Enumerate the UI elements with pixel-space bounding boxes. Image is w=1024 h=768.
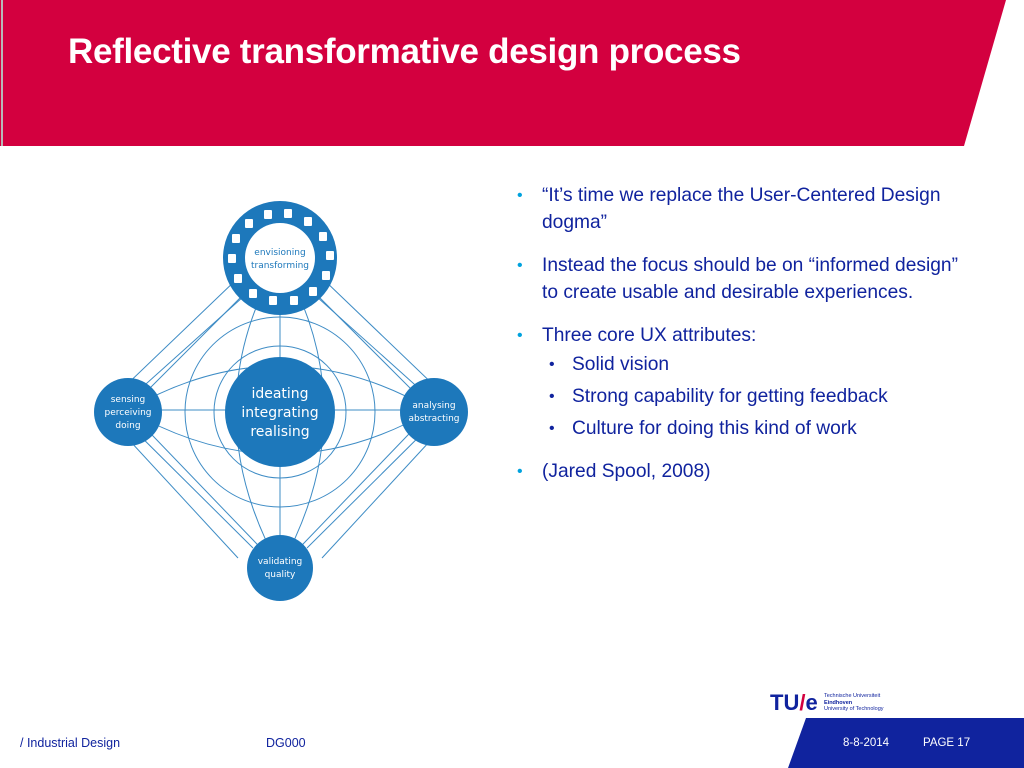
bullet-item: • Three core UX attributes: • Solid visi… (517, 322, 977, 442)
bullet-glyph: • (517, 257, 523, 274)
bullet-text: Instead the focus should be on “informed… (542, 255, 958, 303)
node-right-line2: abstracting (408, 414, 459, 424)
bullet-text: “It’s time we replace the User-Centered … (542, 185, 941, 233)
bullet-glyph: • (517, 187, 523, 204)
bullet-item: • “It’s time we replace the User-Centere… (517, 182, 977, 236)
left-node: sensing perceiving doing (94, 378, 162, 446)
node-bottom-line2: quality (265, 570, 296, 580)
node-center-line2: integrating (241, 405, 318, 421)
sub-bullet-item: • Culture for doing this kind of work (542, 415, 977, 442)
node-left-line1: sensing (111, 395, 146, 405)
header-band: Reflective transformative design process (0, 0, 1024, 146)
header-background (0, 0, 1006, 146)
node-bottom-line1: validating (258, 557, 303, 567)
bullet-item: • Instead the focus should be on “inform… (517, 252, 977, 306)
bottom-node: validating quality (247, 535, 313, 601)
bullet-glyph: • (517, 327, 523, 344)
design-process-diagram: envisioning transforming sensing perceiv… (88, 198, 472, 608)
node-left-line3: doing (115, 421, 140, 431)
bullet-list: • “It’s time we replace the User-Centere… (517, 182, 977, 501)
footer-code: DG000 (266, 736, 306, 750)
sub-bullet-glyph: • (549, 356, 555, 373)
logo-line: University of Technology (824, 706, 884, 712)
footer-page-number: PAGE 17 (923, 737, 971, 749)
node-right-line1: analysing (412, 401, 455, 411)
logo-mark-tu: TU (770, 690, 800, 715)
node-left-line2: perceiving (105, 408, 152, 418)
sub-bullet-item: • Strong capability for getting feedback (542, 383, 977, 410)
bullet-text: Three core UX attributes: (542, 325, 757, 346)
node-top-line1: envisioning (254, 248, 305, 258)
top-node: envisioning transforming (223, 201, 337, 315)
right-node: analysing abstracting (400, 378, 468, 446)
sub-bullet-glyph: • (549, 420, 555, 437)
node-top-line2: transforming (251, 261, 309, 271)
sub-bullet-glyph: • (549, 388, 555, 405)
sub-bullet-text: Solid vision (572, 354, 670, 375)
bullet-glyph: • (517, 463, 523, 480)
sub-bullet-text: Strong capability for getting feedback (572, 386, 888, 407)
node-center-line3: realising (250, 424, 309, 440)
sub-bullet-text: Culture for doing this kind of work (572, 418, 857, 439)
logo-mark-e: e (805, 690, 818, 715)
footer-date: 8-8-2014 (843, 737, 890, 749)
sub-bullet-list: • Solid vision • Strong capability for g… (542, 351, 977, 442)
slide-title: Reflective transformative design process (68, 32, 741, 71)
envisioning-ring-icons (228, 209, 334, 305)
logo-line: Eindhoven (824, 699, 853, 706)
logo-mark: TU/e (770, 690, 818, 716)
sub-bullet-item: • Solid vision (542, 351, 977, 378)
node-center-line1: ideating (251, 386, 308, 402)
bullet-text: (Jared Spool, 2008) (542, 461, 711, 482)
diagram-svg: envisioning transforming sensing perceiv… (94, 201, 468, 601)
logo-line: Technische Universiteit (824, 693, 881, 699)
footer-department: / Industrial Design (20, 736, 121, 750)
logo-mark-slash: / (799, 690, 806, 715)
tue-logo: TU/e Technische Universiteit Eindhoven U… (770, 688, 900, 716)
logo-text: Technische Universiteit Eindhoven Univer… (824, 693, 884, 713)
bullet-item: • (Jared Spool, 2008) (517, 458, 977, 485)
footer-bar (788, 718, 1024, 768)
center-node: ideating integrating realising (225, 357, 335, 467)
